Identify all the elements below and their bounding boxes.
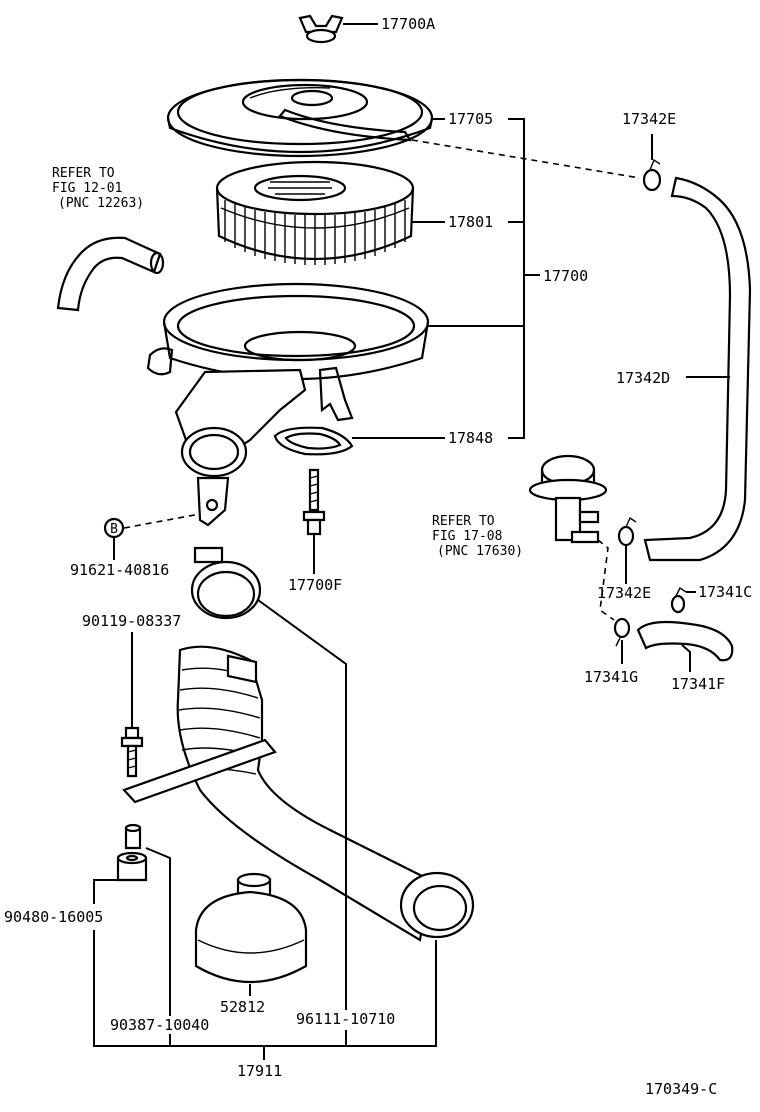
ref-12-01-line3: (PNC 12263) bbox=[58, 196, 144, 211]
diagram-id: 170349-C bbox=[645, 1080, 717, 1098]
pcv-hose-part bbox=[56, 236, 165, 312]
label-90480-16005: 90480-16005 bbox=[4, 908, 103, 926]
ref-17-08-line1: REFER TO bbox=[432, 514, 495, 529]
bolt-part bbox=[120, 726, 144, 778]
label-17848: 17848 bbox=[448, 429, 493, 447]
wing-nut-part bbox=[298, 14, 344, 44]
ref-17-08-line3: (PNC 17630) bbox=[437, 544, 523, 559]
ref-12-01-line2: FIG 12-01 bbox=[52, 181, 122, 196]
dashed-connection-lines bbox=[123, 139, 641, 621]
label-90387-10040: 90387-10040 bbox=[110, 1016, 209, 1034]
intake-hose-part bbox=[122, 645, 475, 942]
label-91621-40816: 91621-40816 bbox=[70, 561, 169, 579]
label-17342e-top: 17342E bbox=[622, 110, 676, 128]
small-hose-part bbox=[636, 620, 734, 662]
label-17342e-mid: 17342E bbox=[597, 584, 651, 602]
collar-part bbox=[124, 823, 142, 850]
label-17700A: 17700A bbox=[381, 15, 435, 33]
bolt-marker-letter: B bbox=[110, 522, 118, 537]
label-17341c: 17341C bbox=[698, 583, 752, 601]
label-90119-08337: 90119-08337 bbox=[82, 612, 181, 630]
grommet-part bbox=[116, 851, 148, 882]
part-labels: 17700A 17705 17801 17700 17848 17342E 17… bbox=[4, 15, 752, 1098]
label-17700f: 17700F bbox=[288, 576, 342, 594]
air-cleaner-case-part bbox=[146, 282, 430, 527]
ref-12-01-line1: REFER TO bbox=[52, 166, 115, 181]
hose-clip-top-part bbox=[642, 158, 662, 192]
air-filter-element-part bbox=[215, 160, 415, 265]
reference-notes: REFER TO FIG 12-01 (PNC 12263) REFER TO … bbox=[52, 166, 523, 559]
label-17341g: 17341G bbox=[584, 668, 638, 686]
label-17342d: 17342D bbox=[616, 369, 670, 387]
hose-clamp-part bbox=[190, 546, 262, 620]
label-52812: 52812 bbox=[220, 998, 265, 1016]
hose-clip-right-part bbox=[670, 586, 687, 614]
ref-17-08-line2: FIG 17-08 bbox=[432, 529, 502, 544]
label-17911: 17911 bbox=[237, 1062, 282, 1080]
stud-bolt-part bbox=[302, 468, 326, 536]
hose-clip-bottom-part bbox=[613, 617, 631, 647]
resonator-part bbox=[194, 872, 308, 984]
label-17341f: 17341F bbox=[671, 675, 725, 693]
bolt-marker: B bbox=[103, 517, 125, 539]
air-cleaner-cover-part bbox=[166, 78, 434, 158]
label-96111-10710: 96111-10710 bbox=[296, 1010, 395, 1028]
gasket-part bbox=[273, 426, 354, 456]
leader-lines bbox=[93, 23, 730, 1060]
label-17700: 17700 bbox=[543, 267, 588, 285]
vacuum-valve-part bbox=[528, 454, 608, 544]
label-17705: 17705 bbox=[448, 110, 493, 128]
label-17801: 17801 bbox=[448, 213, 493, 231]
vacuum-hose-part bbox=[643, 176, 752, 562]
hose-clip-mid-part bbox=[617, 516, 637, 547]
